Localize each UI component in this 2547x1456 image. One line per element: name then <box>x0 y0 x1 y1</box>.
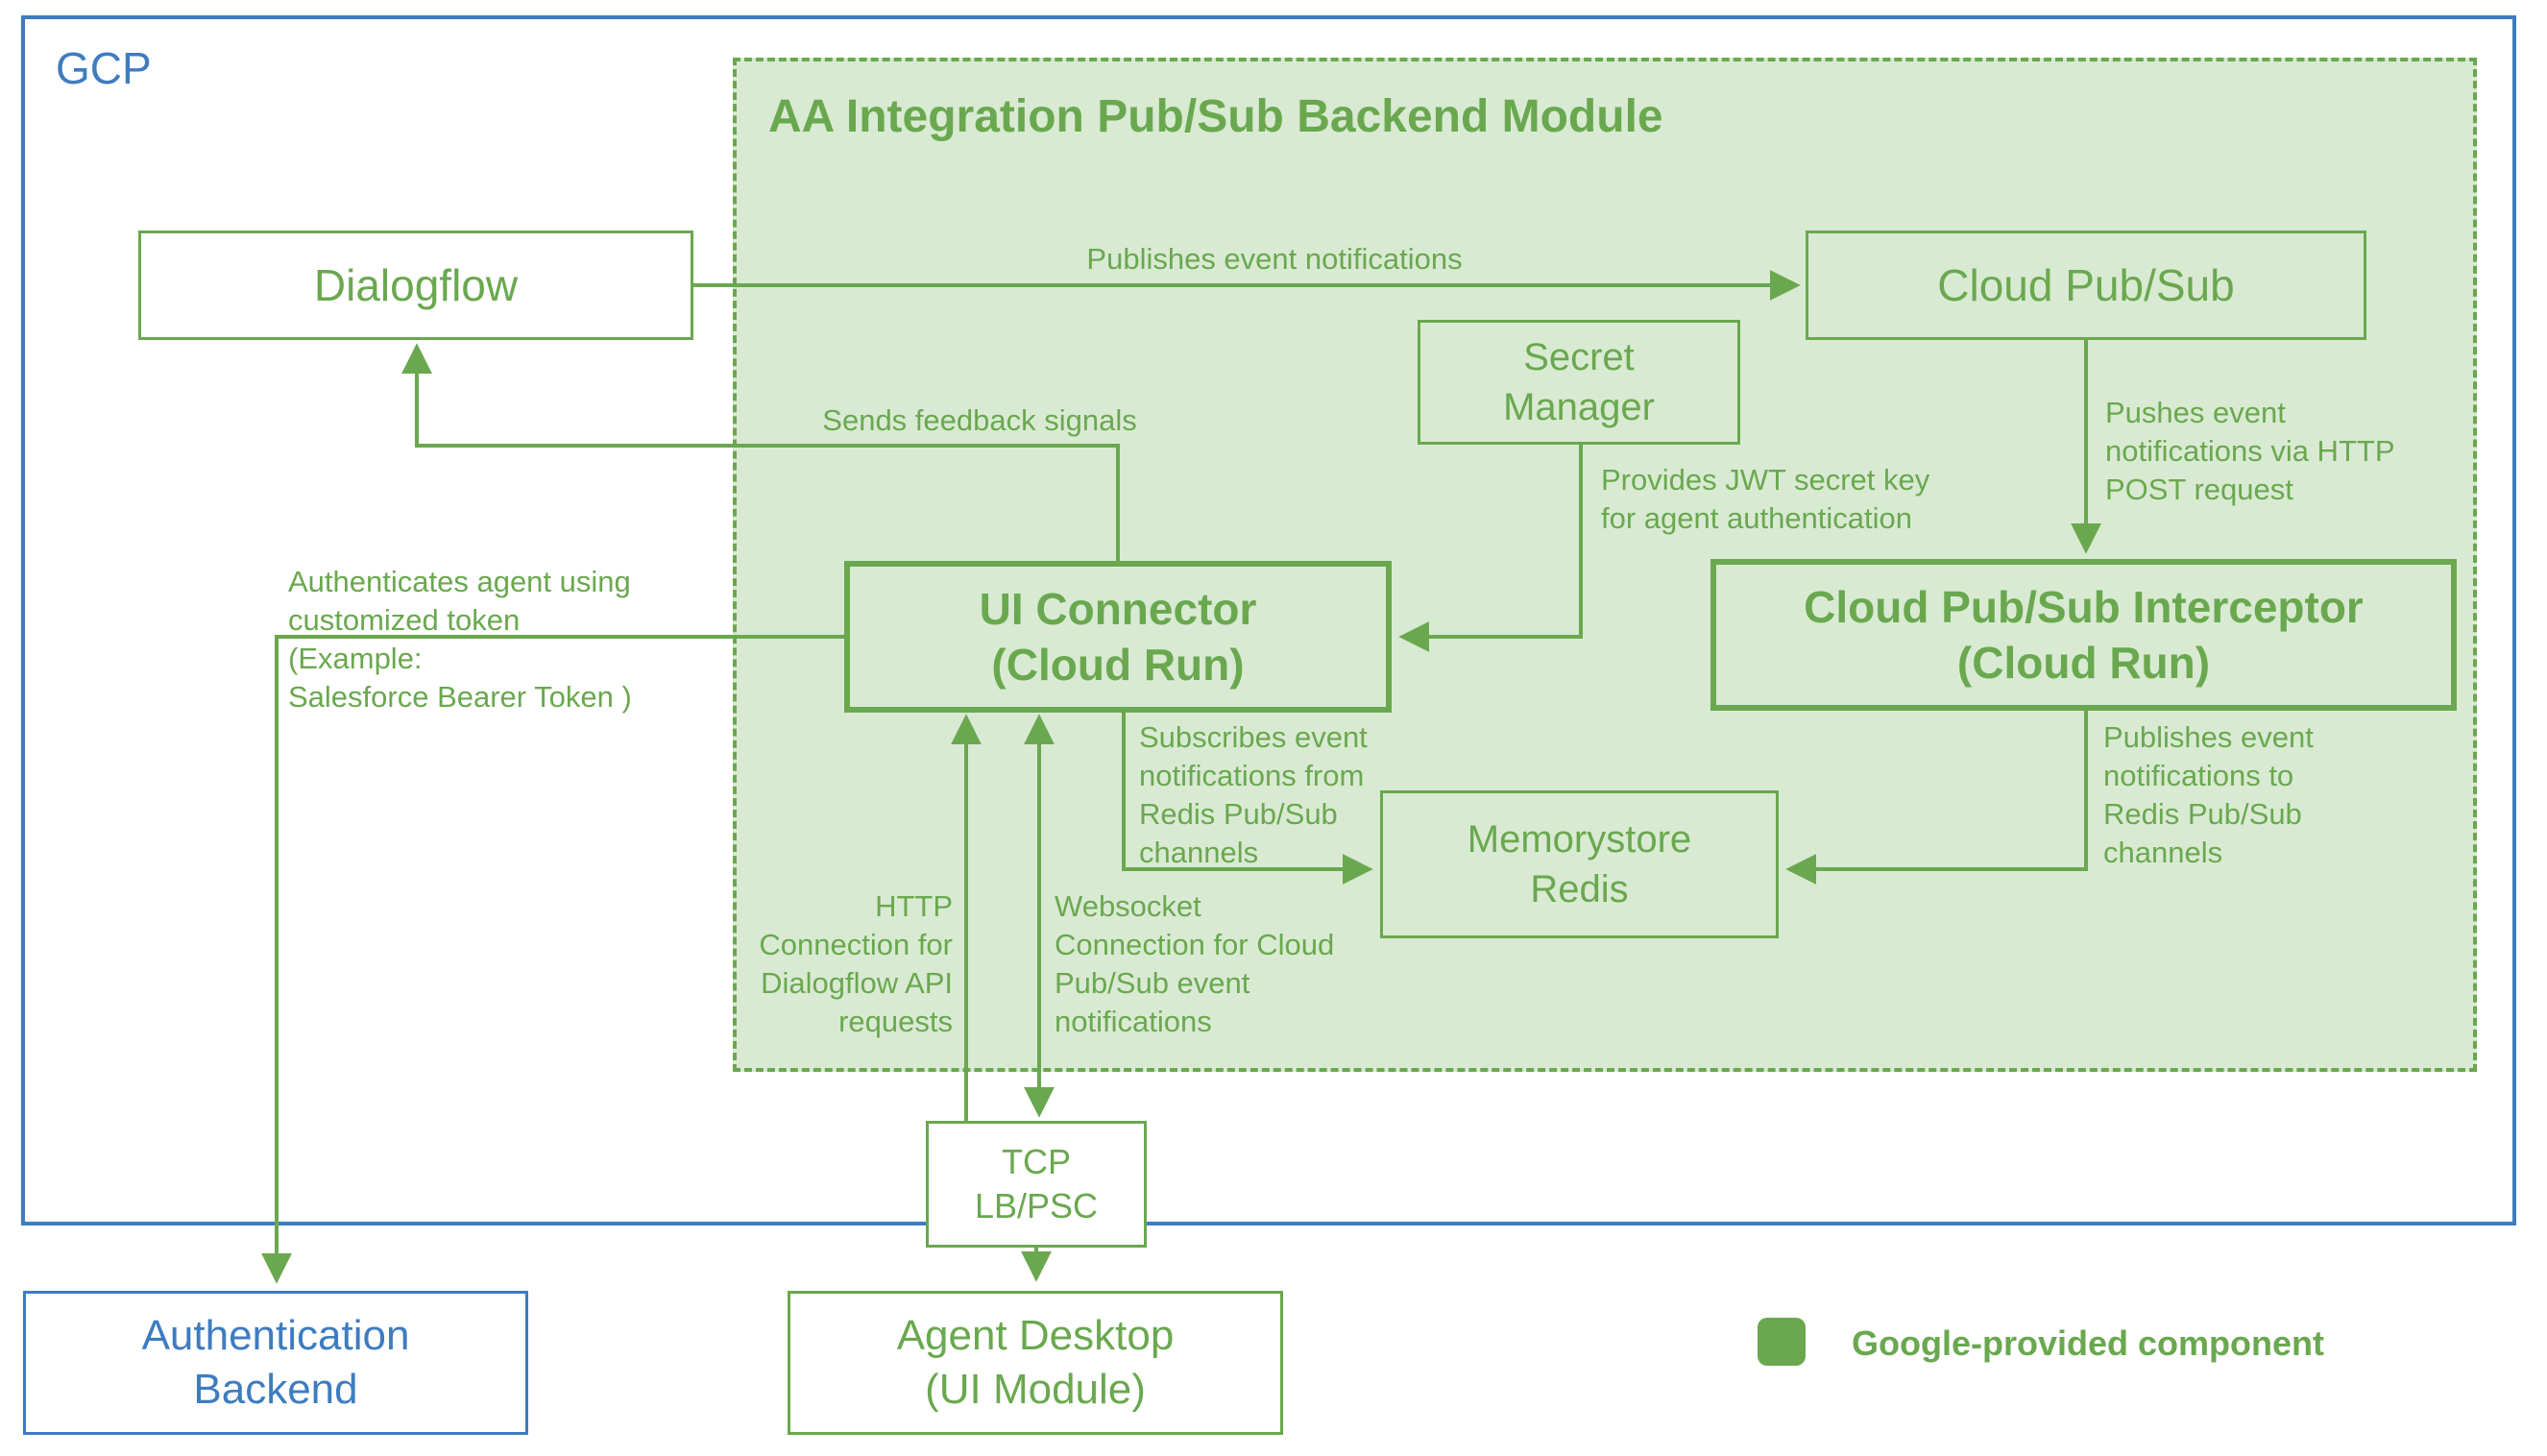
node-cloud-pubsub-interceptor: Cloud Pub/Sub Interceptor (Cloud Run) <box>1710 559 2457 711</box>
edge-label-feedback-signals: Sends feedback signals <box>822 403 1137 437</box>
node-authentication-backend: Authentication Backend <box>23 1291 528 1435</box>
edge-label-publishes-to-redis: Publishes event notifications to Redis P… <box>2103 720 2314 869</box>
edge-label-publishes-events: Publishes event notifications <box>1086 242 1463 276</box>
node-agent-desktop: Agent Desktop (UI Module) <box>788 1291 1283 1435</box>
edge-label-http-connection: HTTP Connection for Dialogflow API reque… <box>759 889 953 1038</box>
node-secret-manager: Secret Manager <box>1418 320 1740 445</box>
gcp-label: GCP <box>56 43 152 93</box>
node-ui-connector: UI Connector (Cloud Run) <box>844 561 1392 713</box>
node-dialogflow: Dialogflow <box>138 231 693 340</box>
edge-label-jwt-secret: Provides JWT secret key for agent authen… <box>1601 463 1930 535</box>
node-tcp-lb-psc: TCP LB/PSC <box>926 1121 1147 1248</box>
edge-label-websocket-connection: Websocket Connection for Cloud Pub/Sub e… <box>1055 889 1335 1038</box>
node-memorystore-redis: Memorystore Redis <box>1380 790 1779 938</box>
gcp-boundary <box>21 15 2516 1225</box>
edge-label-authenticates-agent: Authenticates agent using customized tok… <box>288 565 632 714</box>
legend-google-component-swatch <box>1758 1318 1806 1366</box>
node-cloud-pubsub: Cloud Pub/Sub <box>1806 231 2366 340</box>
legend-google-component-label: Google-provided component <box>1852 1323 2324 1363</box>
edge-label-subscribes-events: Subscribes event notifications from Redi… <box>1139 720 1368 869</box>
edge-label-pushes-events: Pushes event notifications via HTTP POST… <box>2105 396 2395 506</box>
module-title: AA Integration Pub/Sub Backend Module <box>768 91 1663 142</box>
